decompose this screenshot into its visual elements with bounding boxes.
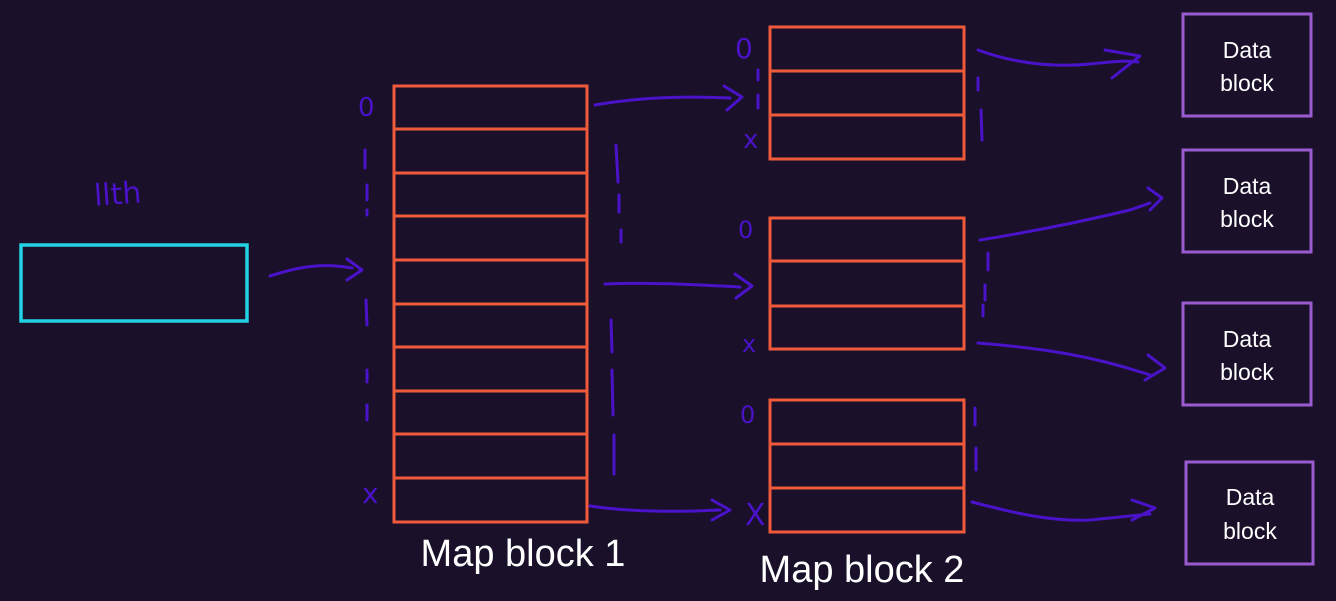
data-block-box <box>1181 12 1313 118</box>
map1-right-dots <box>609 143 623 476</box>
data-block-box <box>1181 148 1313 254</box>
map1-index-bottom: x <box>362 477 379 510</box>
map2-group1-index-bottom: x <box>743 125 758 155</box>
map2-cell <box>768 25 966 73</box>
arrow-group2-top-to-data2 <box>978 186 1164 242</box>
arrow-map1-to-group1 <box>593 84 744 112</box>
map1-index-top: 0 <box>358 93 375 123</box>
map-block-2-group-3 <box>768 398 966 534</box>
arrow-pointer-to-map1 <box>268 257 364 282</box>
map1-cell <box>392 214 589 262</box>
data-block-4: Data block <box>1184 460 1315 566</box>
map2-cell <box>768 442 966 490</box>
map-block-2-group-2 <box>768 216 966 351</box>
map2-cell <box>768 259 966 308</box>
map1-index-dots <box>363 148 369 422</box>
map2-group2-index-top: 0 <box>738 216 753 244</box>
map1-cell <box>392 389 589 436</box>
data-block-box <box>1181 301 1313 407</box>
data-block-box <box>1184 460 1315 566</box>
data-block-label-line1: Data <box>1223 173 1272 199</box>
pointer-entry-box[interactable] <box>19 243 249 323</box>
data-block-label-line2: block <box>1220 206 1274 232</box>
map1-cell <box>392 84 589 131</box>
map-block-2-group-1 <box>768 25 966 161</box>
arrow-map1-to-group2 <box>603 272 754 300</box>
arrow-group1-to-data1 <box>976 48 1142 80</box>
data-block-label-line1: Data <box>1223 37 1272 63</box>
map1-cell <box>392 302 589 349</box>
arrow-group3-to-data4 <box>970 498 1157 522</box>
map2-group1-index-top: 0 <box>735 32 753 65</box>
map2-group1-right-dots <box>976 76 984 142</box>
map2-cell <box>768 398 966 446</box>
arrow-group2-bottom-to-data3 <box>976 341 1167 382</box>
annotation-11th: llth <box>93 176 143 214</box>
map-block-1-caption: Map block 1 <box>421 533 626 575</box>
data-block-label-line1: Data <box>1226 484 1275 510</box>
data-block-1: Data block <box>1181 12 1313 118</box>
map-block-1 <box>392 84 589 524</box>
data-block-3: Data block <box>1181 301 1313 407</box>
map-block-2-caption: Map block 2 <box>760 549 965 591</box>
map2-group3-index-top: 0 <box>740 401 755 429</box>
map2-group2-index-bottom: x <box>742 330 756 358</box>
map2-group3-right-dots <box>973 406 978 472</box>
map2-group3-index-bottom: X <box>745 498 766 533</box>
map1-cell <box>392 432 589 480</box>
data-block-label-line2: block <box>1220 70 1274 96</box>
map2-cell <box>768 304 966 351</box>
map1-cell <box>392 476 589 524</box>
data-block-label-line1: Data <box>1223 326 1272 352</box>
map1-cell <box>392 171 589 218</box>
data-block-2: Data block <box>1181 148 1313 254</box>
data-block-label-line2: block <box>1220 359 1274 385</box>
map2-cell <box>768 69 966 117</box>
map2-group2-right-dots <box>981 251 990 318</box>
map2-cell <box>768 113 966 161</box>
map2-cell <box>768 486 966 534</box>
map2-cell <box>768 216 966 263</box>
map1-cell <box>392 258 589 306</box>
arrow-map1-to-group3 <box>588 498 732 522</box>
data-block-label-line2: block <box>1223 518 1277 544</box>
map1-cell <box>392 127 589 175</box>
map1-cell <box>392 345 589 393</box>
